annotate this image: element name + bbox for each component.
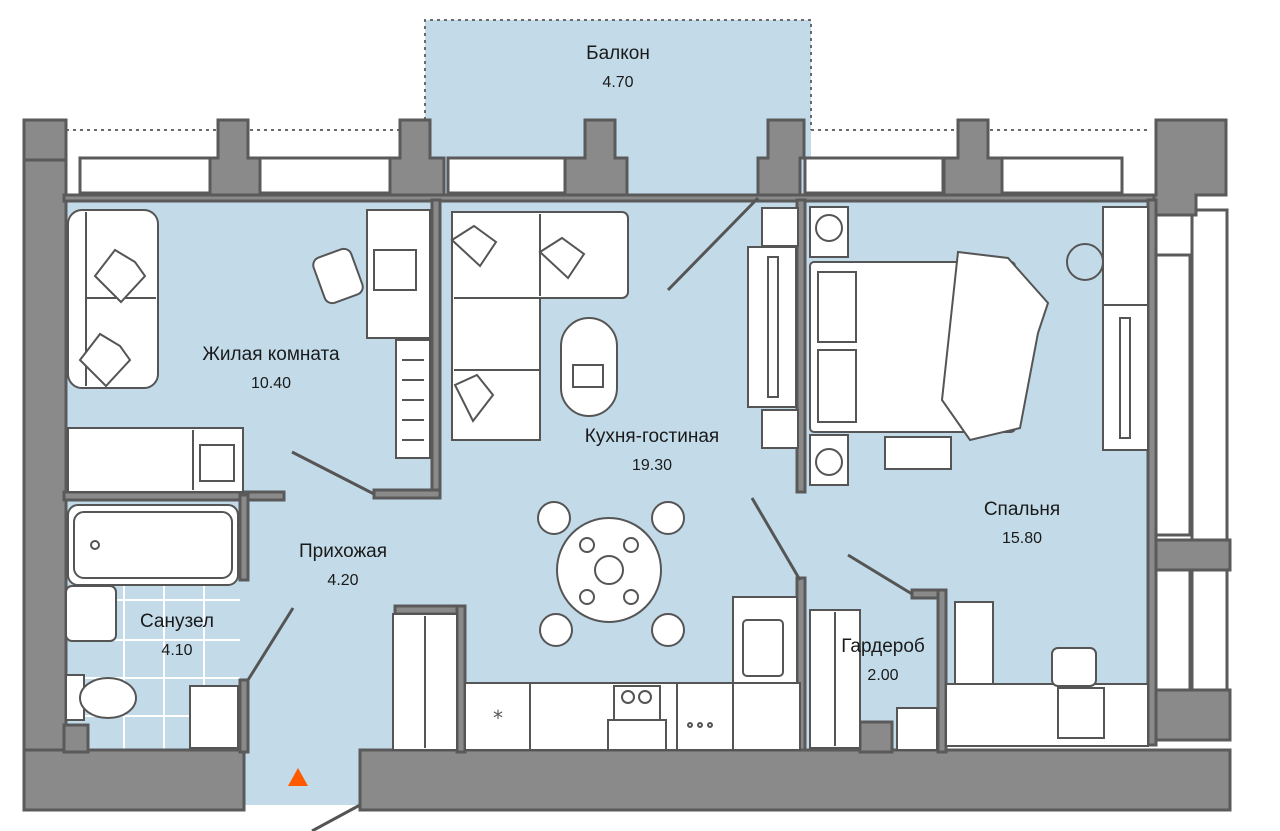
dresser <box>1102 206 1149 306</box>
armchair <box>1051 647 1097 687</box>
pillar-pillow <box>93 248 147 304</box>
room-label-kitchen-living: Кухня-гостиная 19.30 <box>585 425 719 477</box>
room-area: 4.70 <box>602 74 634 91</box>
room-label-hallway: Прихожая 4.20 <box>299 540 387 592</box>
bathtub <box>67 504 239 586</box>
laptop <box>373 249 417 291</box>
laptop-bedroom <box>1057 687 1105 739</box>
room-area: 4.10 <box>161 642 193 659</box>
bathroom-furniture <box>65 504 239 749</box>
room-area: 2.00 <box>867 667 899 684</box>
room-label-wardrobe: Гардероб 2.00 <box>841 635 925 687</box>
room-name: Санузел <box>139 611 215 632</box>
room-area: 10.40 <box>250 375 292 392</box>
room-area: 4.20 <box>327 572 359 589</box>
blanket <box>940 250 1050 442</box>
room-name: Прихожая <box>298 541 388 562</box>
room-name: Гардероб <box>841 636 925 657</box>
windows <box>78 156 1229 737</box>
room-name: Кухня-гостиная <box>584 426 720 447</box>
window-living-2 <box>248 156 392 195</box>
door-balcony <box>666 196 760 292</box>
room-label-balcony: Балкон 4.70 <box>586 42 650 94</box>
door-entrance <box>311 803 361 831</box>
wardrobe-furniture <box>809 609 938 751</box>
bed-pillow <box>817 271 857 343</box>
window-living-1 <box>78 156 222 195</box>
chair <box>312 247 364 305</box>
tv-stand <box>747 246 797 408</box>
door-bedroom <box>847 553 913 596</box>
living-room-furniture <box>67 209 431 493</box>
door-living <box>291 450 375 496</box>
dining-chair <box>537 501 571 535</box>
room-name: Жилая комната <box>202 344 340 365</box>
window-bedroom-1 <box>803 156 945 195</box>
toilet <box>79 677 137 719</box>
slippers-mat <box>884 436 952 470</box>
room-name: Спальня <box>983 499 1061 520</box>
room-name: Балкон <box>586 43 650 64</box>
room-label-living-room: Жилая комната 10.40 <box>202 343 339 395</box>
bedroom-wardrobe <box>1102 304 1149 451</box>
window-right-1 <box>1153 253 1192 537</box>
bedroom-furniture <box>747 206 1149 747</box>
window-bedroom-2 <box>1000 156 1124 195</box>
walls <box>22 118 1232 812</box>
entrance-triangle-icon <box>288 768 308 786</box>
room-area: 19.30 <box>631 457 673 474</box>
kitchen-furniture: * <box>392 211 801 751</box>
right-bay <box>1190 208 1229 737</box>
door-wardrobe <box>750 497 802 581</box>
svg-text:*: * <box>493 706 503 730</box>
washing-machine <box>189 685 239 749</box>
room-label-bedroom: Спальня 15.80 <box>984 498 1060 550</box>
window-kitchen <box>446 156 580 195</box>
workdesk <box>945 683 1149 747</box>
room-area: 15.80 <box>1001 530 1043 547</box>
corner-sofa <box>451 211 629 441</box>
door-bathroom <box>246 607 295 681</box>
room-label-bathroom: Санузел 4.10 <box>140 610 214 662</box>
bookshelf-bedroom <box>954 601 994 685</box>
sink <box>65 585 117 642</box>
doors <box>246 196 913 831</box>
